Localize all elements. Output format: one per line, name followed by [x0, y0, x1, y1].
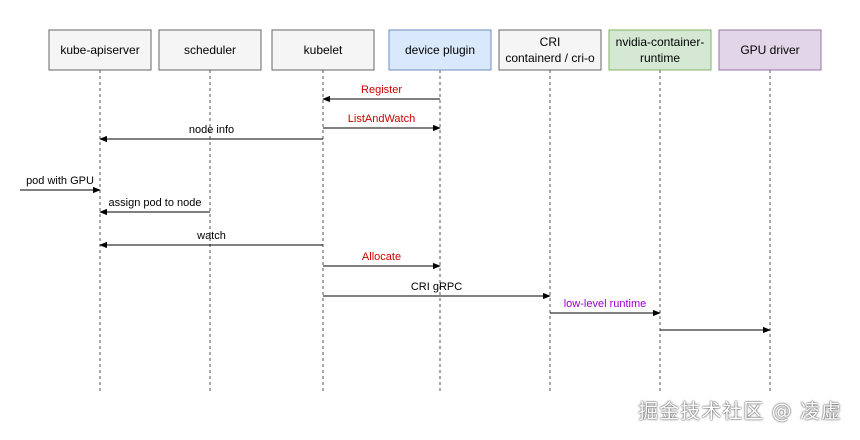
participant-device-plugin: device plugin: [388, 29, 492, 71]
message-register: Register: [322, 84, 440, 103]
participant-label: scheduler: [184, 43, 236, 57]
message-label: Register: [361, 84, 402, 96]
watermark: 掘金技术社区 @ 凌虚: [638, 399, 842, 423]
participant-label: nvidia-container-: [616, 35, 705, 49]
participant-label: kube-apiserver: [60, 43, 139, 57]
message-label: pod with GPU: [26, 175, 94, 187]
message-pod-with-gpu: pod with GPU: [20, 175, 101, 194]
participant-box: [271, 29, 375, 71]
message-watch: watch: [99, 230, 323, 249]
message-label: assign pod to node: [109, 197, 202, 209]
message-allocate: Allocate: [323, 251, 441, 270]
message-low-level-runtime: low-level runtime: [550, 298, 661, 317]
participant-label: runtime: [640, 51, 680, 65]
participant-label: GPU driver: [740, 43, 799, 57]
message-assign-pod: assign pod to node: [99, 197, 210, 216]
participant-kube-apiserver: kube-apiserver: [48, 29, 152, 71]
message-node-info: node info: [99, 124, 323, 143]
participant-cri: CRI containerd / cri-o: [498, 29, 602, 71]
participant-label: kubelet: [304, 43, 343, 57]
message-label: watch: [196, 230, 226, 242]
message-label: Allocate: [362, 251, 401, 263]
message-label: low-level runtime: [564, 298, 647, 310]
participant-label: containerd / cri-o: [505, 51, 595, 65]
message-label: node info: [189, 124, 234, 136]
participant-box: [608, 29, 712, 71]
message-cri-grpc: CRI gRPC: [323, 281, 551, 300]
participant-box: [388, 29, 492, 71]
participant-kubelet: kubelet: [271, 29, 375, 71]
participant-box: [498, 29, 602, 71]
participant-scheduler: scheduler: [158, 29, 262, 71]
participant-box: [48, 29, 152, 71]
participant-nvidia-container-runtime: nvidia-container-runtime: [608, 29, 712, 71]
message-label: ListAndWatch: [348, 113, 415, 125]
participant-box: [718, 29, 822, 71]
participant-box: [158, 29, 262, 71]
participant-label: device plugin: [405, 43, 475, 57]
participant-label: CRI: [540, 35, 561, 49]
message-list-and-watch: ListAndWatch: [323, 113, 441, 132]
participants: kube-apiserver scheduler kubelet device plu…: [48, 29, 822, 71]
participant-gpu-driver: GPU driver: [718, 29, 822, 71]
message-label: CRI gRPC: [411, 281, 462, 293]
